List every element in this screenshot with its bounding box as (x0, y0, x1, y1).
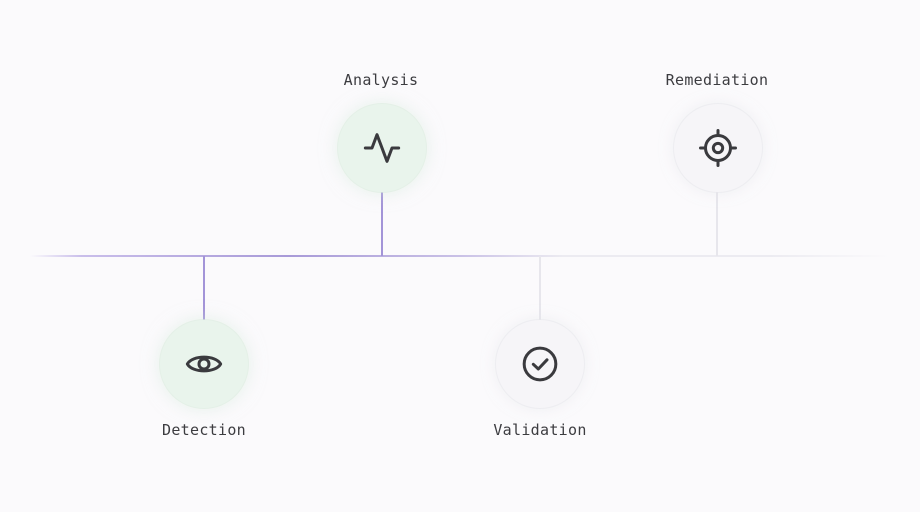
analysis-connector (381, 192, 383, 256)
analysis-label: Analysis (343, 71, 419, 89)
validation-node (496, 320, 584, 408)
detection-label: Detection (162, 421, 246, 439)
validation-label: Validation (493, 421, 587, 439)
remediation-label: Remediation (665, 71, 769, 89)
remediation-node (674, 104, 762, 192)
eye-icon (185, 355, 223, 373)
analysis-node (338, 104, 426, 192)
pulse-icon (363, 133, 401, 163)
detection-node (160, 320, 248, 408)
crosshair-icon (699, 129, 737, 167)
check-circle-icon (522, 346, 558, 382)
timeline-axis (30, 255, 890, 257)
detection-connector (203, 256, 205, 320)
remediation-connector (716, 192, 718, 256)
validation-connector (539, 256, 541, 320)
